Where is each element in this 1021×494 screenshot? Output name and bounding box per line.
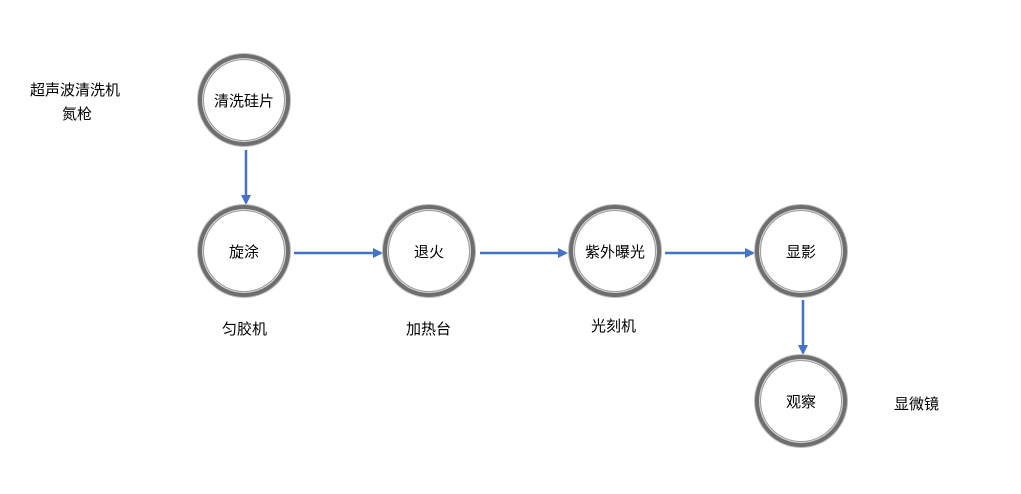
node-clean-wafer-label: 清洗硅片 xyxy=(213,91,274,110)
node-uv-exposure: 紫外曝光 xyxy=(569,205,661,297)
node-clean-wafer: 清洗硅片 xyxy=(198,54,290,146)
equipment-label-ultrasonic-cleaner: 超声波清洗机 xyxy=(30,81,121,99)
equipment-label-lithography-machine: 光刻机 xyxy=(591,317,637,335)
node-develop: 显影 xyxy=(755,205,847,297)
equipment-label-microscope: 显微镜 xyxy=(894,395,940,413)
node-anneal-label: 退火 xyxy=(413,242,444,261)
equipment-label-spin-coater: 匀胶机 xyxy=(222,320,268,338)
equipment-label-nitrogen-gun: 氮枪 xyxy=(62,105,93,123)
node-observe-label: 观察 xyxy=(785,392,816,411)
node-uv-exposure-label: 紫外曝光 xyxy=(584,242,645,261)
node-spin-coat: 旋涂 xyxy=(198,205,290,297)
equipment-label-hot-plate: 加热台 xyxy=(406,320,452,338)
node-spin-coat-label: 旋涂 xyxy=(228,242,259,261)
node-anneal: 退火 xyxy=(383,205,475,297)
node-develop-label: 显影 xyxy=(785,242,816,261)
node-observe: 观察 xyxy=(755,355,847,447)
